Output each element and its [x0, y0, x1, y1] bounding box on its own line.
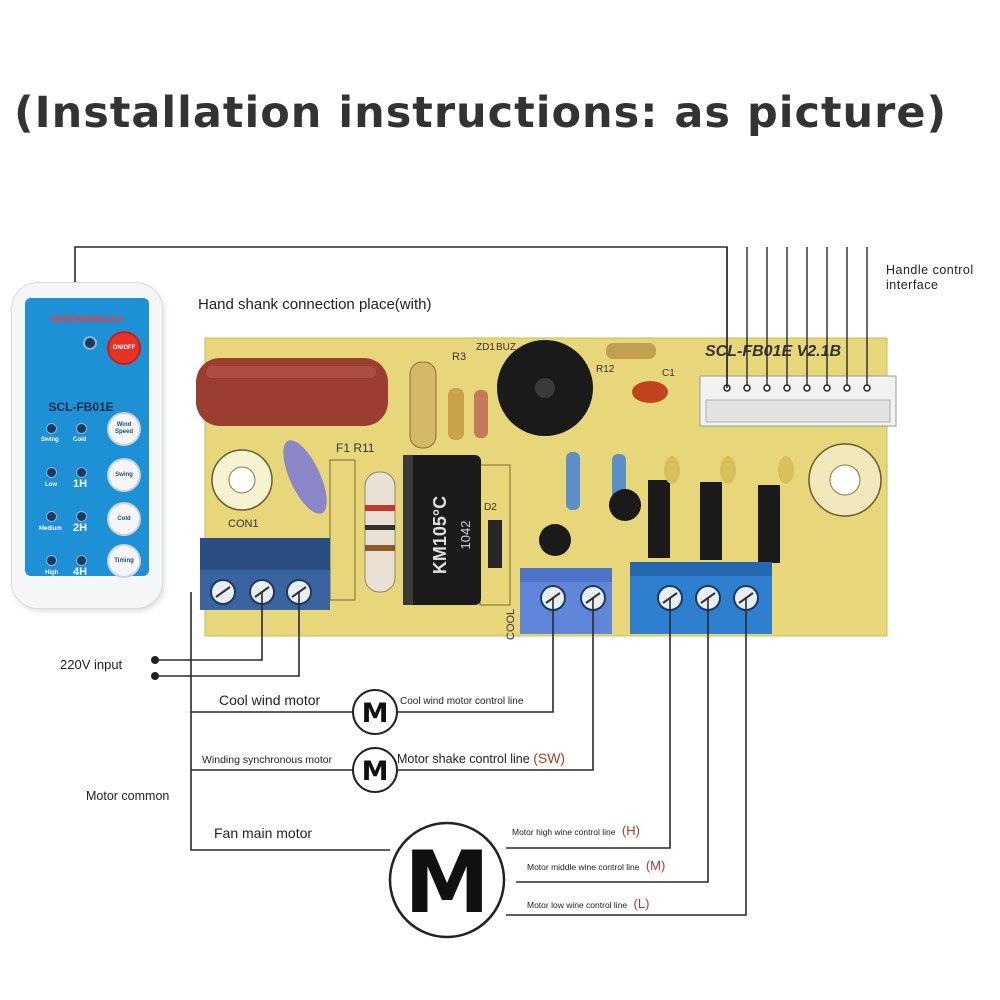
screw-slot: [215, 586, 231, 598]
film-capacitor: [196, 358, 388, 426]
hand-shank-label: Hand shank connection place(with): [198, 296, 432, 313]
swing-button[interactable]: Swing: [109, 460, 139, 490]
remote-control: SUNCHONGLIC® ON/OFF SCL-FB01E Swing Cold…: [12, 283, 162, 608]
middle-wire: [516, 598, 709, 883]
page-title: (Installation instructions: as picture): [14, 88, 948, 138]
sync-motor-symbol: M: [352, 747, 398, 793]
capacitor-label-2: 1042: [458, 521, 473, 550]
high-led: [47, 556, 56, 565]
ir-window: [85, 338, 95, 348]
input-wire-b: [159, 592, 300, 677]
con1-label: CON1: [228, 518, 259, 530]
timing-button[interactable]: Timing: [109, 546, 139, 576]
high-wire: [506, 598, 671, 849]
middle-line-label: Motor middle wine control line (M): [527, 858, 666, 873]
cool-wind-control-label: Cool wind motor control line: [400, 696, 524, 707]
input-dot-a: [151, 656, 159, 664]
cold-led: [77, 424, 86, 433]
r3-label: R3: [452, 351, 466, 363]
led-label-2h: 2H: [73, 522, 88, 534]
1h-led: [77, 468, 86, 477]
zd-label: ZD1: [476, 342, 495, 353]
led-label-swing: Swing: [41, 437, 59, 443]
r12-label: R12: [596, 364, 615, 375]
remote-brand: SUNCHONGLIC®: [50, 314, 124, 324]
buzzer: [497, 340, 593, 436]
cool-control-wire: [398, 598, 554, 713]
f1-label: F1 R11: [336, 441, 375, 455]
low-led: [47, 468, 56, 477]
cool-label: COOL: [505, 609, 517, 640]
high-line-label: Motor high wine control line (H): [512, 823, 640, 838]
small-components: [283, 381, 794, 568]
main-motor-m: M: [404, 833, 490, 933]
c1-label: C1: [662, 368, 675, 379]
4h-led: [77, 556, 86, 565]
handle-interface-label: Handle control: [886, 263, 974, 277]
swing-led: [47, 424, 56, 433]
power-button[interactable]: ON/OFF: [109, 333, 139, 363]
winding-sync-motor-label: Winding synchronous motor: [202, 754, 333, 766]
led-label-1h: 1H: [73, 478, 88, 490]
board-model-label: SCL-FB01E V2.1B: [705, 343, 841, 360]
electrolytic-capacitor: KM105°C 1042: [403, 455, 481, 605]
led-label-low: Low: [45, 482, 57, 488]
handle-connector: [699, 375, 897, 427]
handle-interface-label-2: interface: [886, 278, 939, 292]
low-wire: [506, 598, 747, 916]
fan-main-motor-symbol: M: [388, 821, 506, 939]
d2-label: D2: [484, 502, 497, 513]
input-220v-label: 220V input: [60, 657, 123, 672]
wind-speed-button[interactable]: Wind Speed: [109, 414, 139, 444]
fan-main-motor-label: Fan main motor: [214, 825, 313, 841]
led-label-high: High: [45, 570, 59, 576]
input-wire-a: [159, 592, 263, 661]
buz-label: BUZ: [496, 342, 516, 353]
middle-code: (M): [645, 858, 666, 873]
low-line-label: Motor low wine control line (L): [527, 896, 650, 911]
motor-common-wire: [190, 592, 390, 851]
remote-model: SCL-FB01E: [48, 400, 114, 414]
shake-control-label: Motor shake control line (SW): [397, 750, 566, 766]
cool-wind-motor-symbol: M: [352, 689, 398, 735]
2h-led: [77, 512, 86, 521]
remote-face: SUNCHONGLIC® ON/OFF SCL-FB01E Swing Cold…: [25, 298, 149, 578]
cool-wind-motor-label: Cool wind motor: [219, 692, 321, 708]
input-dot-b: [151, 672, 159, 680]
low-code: (L): [633, 896, 650, 911]
sync-motor-m: M: [362, 756, 389, 787]
led-label-4h: 4H: [73, 566, 88, 578]
led-label-cold: Cold: [73, 437, 87, 443]
connector-pins: [723, 384, 871, 392]
medium-led: [47, 512, 56, 521]
shake-control-wire: [398, 598, 594, 771]
cold-button[interactable]: Cold: [109, 504, 139, 534]
handle-wires: [726, 247, 868, 386]
high-code: (H): [621, 823, 640, 838]
shake-code: (SW): [533, 750, 566, 766]
cool-motor-m: M: [362, 698, 389, 729]
motor-common-label: Motor common: [86, 789, 170, 803]
capacitor-label-1: KM105°C: [430, 496, 450, 574]
led-label-medium: Medium: [39, 526, 62, 532]
